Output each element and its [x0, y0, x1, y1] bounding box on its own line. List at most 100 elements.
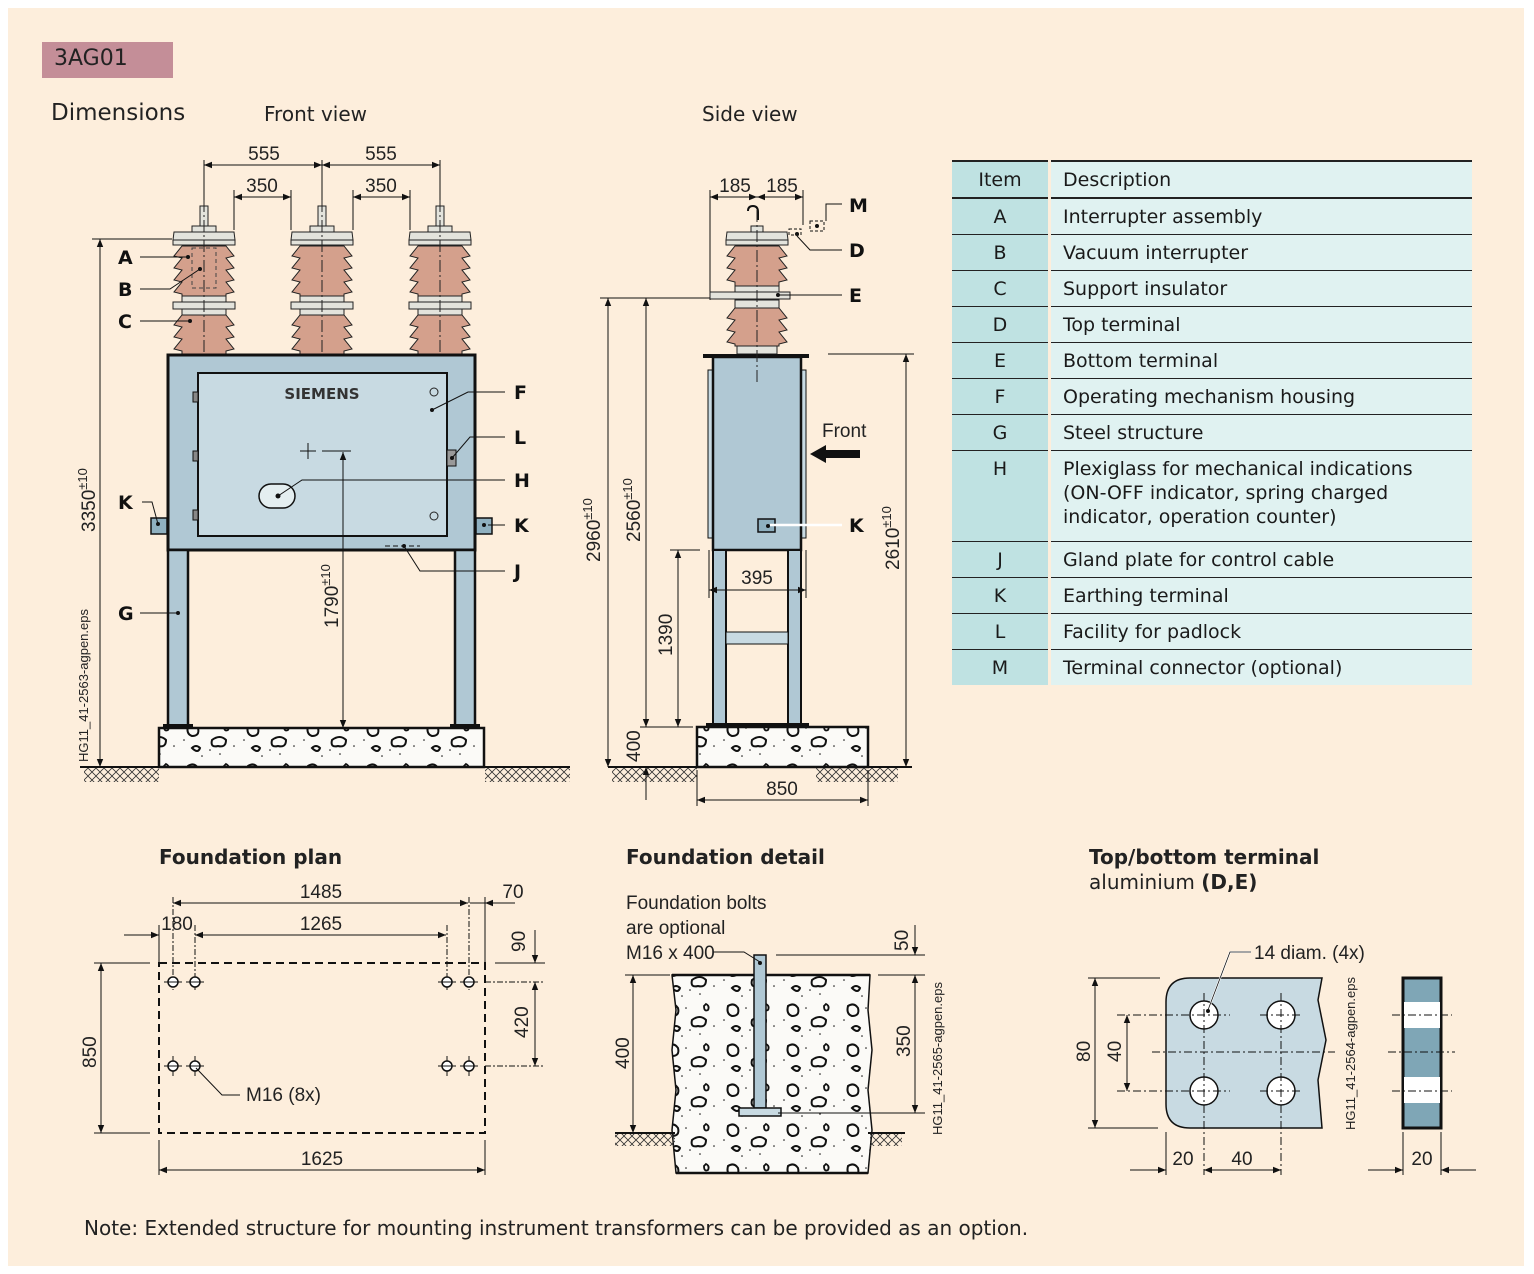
dim-plan-1485: 1485 — [300, 882, 342, 903]
dim-front-3350: 3350±10 — [75, 468, 100, 532]
siemens-logo: SIEMENS — [284, 385, 359, 403]
dim-term-20: 20 — [1172, 1149, 1193, 1170]
dim-plan-420: 420 — [512, 1006, 533, 1038]
front-direction-label: Front — [822, 421, 867, 442]
dim-detail-50: 50 — [892, 930, 913, 951]
model-badge-text: 3AG01 — [54, 46, 128, 71]
legend-item-letter: D — [952, 306, 1051, 343]
label-A: A — [118, 247, 133, 269]
terminal-items: (D,E) — [1201, 870, 1258, 894]
dim-side-400: 400 — [624, 730, 645, 762]
dim-side-2610: 2610±10 — [879, 506, 904, 570]
front-arrow-icon — [810, 445, 860, 463]
vacuum-interrupter-outline — [191, 247, 217, 289]
legend-item-letter: M — [952, 649, 1051, 685]
dim-side-1390: 1390 — [656, 614, 677, 656]
foundation-plan-title: Foundation plan — [159, 845, 343, 869]
legend-header-row: Item Description — [952, 160, 1472, 199]
terminal-section — [1401, 976, 1443, 1130]
label-K-right: K — [514, 515, 530, 537]
terminal-subtitle: aluminium (D,E) — [1089, 870, 1257, 894]
dim-side-185-1: 185 — [719, 176, 751, 197]
dim-side-850: 850 — [766, 779, 798, 800]
foundation-plan-drawing: 1485 70 180 1265 90 420 850 1625 M16 (8x… — [80, 882, 545, 1175]
legend-item-description: Terminal connector (optional) — [1049, 649, 1472, 685]
legend-item-description: Steel structure — [1049, 414, 1472, 451]
legend-item-letter: F — [952, 378, 1051, 415]
dim-side-2960: 2960±10 — [580, 498, 605, 562]
legend-item-description: Plexiglass for mechanical indications (O… — [1049, 450, 1472, 542]
dim-plan-1625: 1625 — [301, 1149, 343, 1170]
pole-1 — [172, 199, 236, 367]
foundation-detail-title: Foundation detail — [626, 845, 825, 869]
model-badge: 3AG01 — [42, 42, 173, 78]
leg-right — [453, 548, 477, 730]
legend-item-letter: C — [952, 270, 1051, 307]
label-J: J — [512, 561, 521, 583]
front-view-drawing: 555 555 350 350 SIEMENS — [75, 144, 570, 782]
legend-item-description: Top terminal — [1049, 306, 1472, 343]
bolt-holes — [167, 976, 475, 1072]
legend-item-letter: G — [952, 414, 1051, 451]
legend-header-description: Description — [1049, 160, 1472, 199]
dim-side-395: 395 — [741, 568, 773, 589]
label-L: L — [514, 427, 526, 449]
label-K-side: K — [849, 515, 865, 537]
legend-item-letter: H — [952, 450, 1051, 542]
legend-item-letter: E — [952, 342, 1051, 379]
dim-term-thickness: 20 — [1411, 1149, 1432, 1170]
legend-item-letter: K — [952, 577, 1051, 614]
dim-detail-350: 350 — [894, 1025, 915, 1057]
label-E: E — [849, 285, 862, 307]
pole-3 — [408, 199, 472, 367]
dim-detail-400: 400 — [613, 1037, 634, 1069]
dim-plan-1265: 1265 — [300, 914, 342, 935]
dim-side-2560: 2560±10 — [620, 478, 645, 542]
legend-item-description: Vacuum interrupter — [1049, 234, 1472, 271]
legend-item-description: Operating mechanism housing — [1049, 378, 1472, 415]
foundation-detail-drawing: Foundation bolts are optional M16 x 400 … — [613, 893, 945, 1175]
dim-plan-850: 850 — [80, 1036, 101, 1068]
front-foundation — [157, 726, 486, 769]
terminal-connector-optional — [809, 220, 825, 232]
label-C: C — [118, 311, 132, 333]
legend-item-letter: L — [952, 613, 1051, 650]
terminal-drawing: 14 diam. (4x) 80 40 20 40 HG11_41-2564-a… — [1074, 943, 1476, 1175]
legend-item-letter: J — [952, 541, 1051, 578]
legend-item-description: Bottom terminal — [1049, 342, 1472, 379]
label-G: G — [118, 603, 134, 625]
label-D: D — [849, 240, 865, 262]
side-view-drawing: 185 185 Front — [580, 176, 914, 806]
footnote: Note: Extended structure for mounting in… — [84, 1216, 1029, 1240]
pole-2 — [290, 199, 354, 367]
legend-item-letter: B — [952, 234, 1051, 271]
leg-left — [166, 548, 190, 730]
dim-term-40h: 40 — [1231, 1149, 1252, 1170]
dim-term-40v: 40 — [1105, 1041, 1126, 1062]
terminal-title: Top/bottom terminal — [1089, 845, 1320, 869]
dim-term-80: 80 — [1074, 1041, 1095, 1062]
dim-plan-180: 180 — [161, 914, 193, 935]
side-foundation — [695, 725, 870, 769]
detail-file-ref: HG11_41-2565-agpen.eps — [930, 982, 945, 1135]
side-housing — [711, 355, 803, 552]
bolt-note-line3: M16 x 400 — [626, 943, 715, 964]
terminal-file-ref: HG11_41-2564-agpen.eps — [1343, 977, 1358, 1130]
bolt-note-line2: are optional — [626, 918, 725, 939]
foundation-bolt — [753, 954, 767, 1109]
dim-side-185-2: 185 — [766, 176, 798, 197]
bolt-label: M16 (8x) — [246, 1085, 321, 1106]
label-K-left: K — [118, 492, 134, 514]
side-view-title: Side view — [702, 102, 798, 126]
housing-door — [197, 372, 448, 537]
